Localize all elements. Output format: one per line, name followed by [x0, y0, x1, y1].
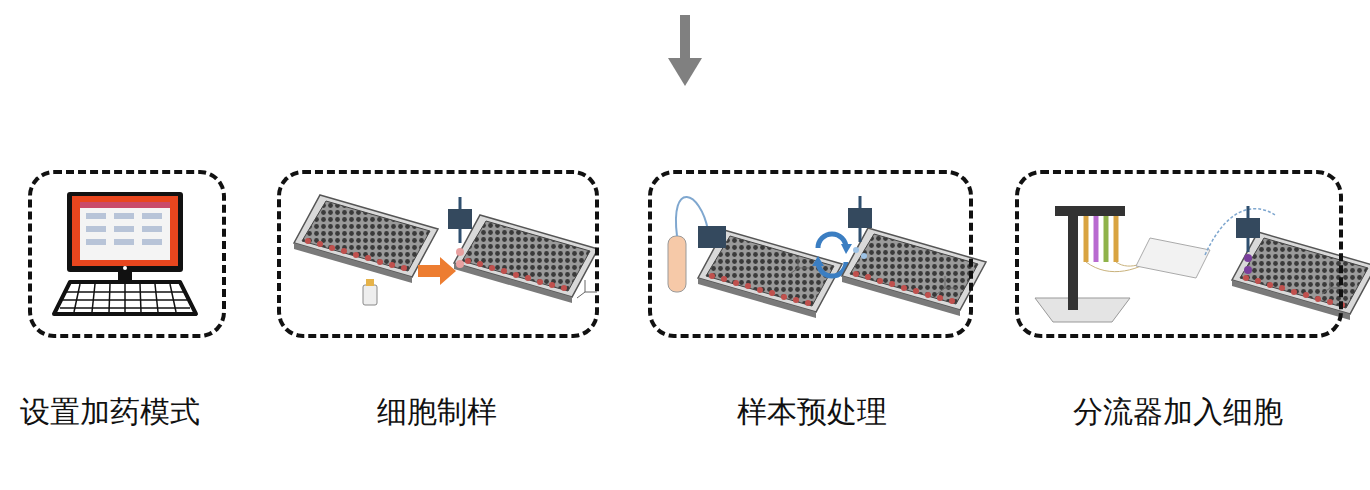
dashed-step-box: 分流器加入细胞	[1015, 170, 1343, 338]
computer-icon	[54, 192, 196, 314]
cell-sample-icon	[294, 195, 598, 305]
down-arrow-head	[668, 58, 702, 86]
pretreatment-icon	[668, 196, 986, 318]
dashed-step-box: 样本预处理	[648, 170, 973, 338]
dashed-step-box: 设置加药模式	[28, 170, 226, 338]
step-label: 样本预处理	[737, 394, 887, 430]
step-label: 设置加药模式	[20, 394, 200, 430]
down-arrow	[680, 15, 690, 61]
dashed-step-box: 细胞制样	[277, 170, 599, 338]
splitter-icon	[1035, 206, 1370, 322]
step-label: 细胞制样	[377, 394, 497, 430]
step-label: 分流器加入细胞	[1073, 394, 1283, 430]
